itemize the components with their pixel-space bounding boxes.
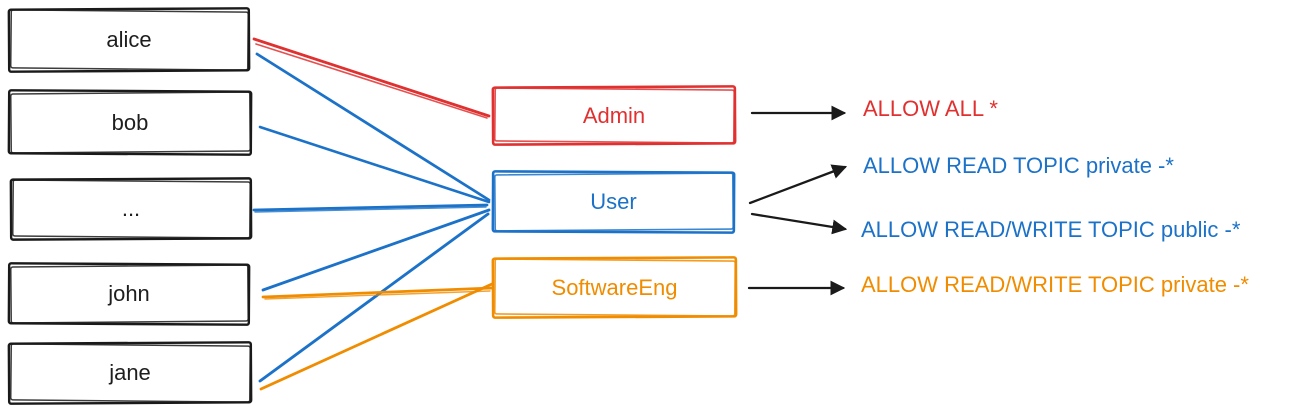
edge-bob-user: [258, 125, 491, 204]
edge-alice-admin: [252, 37, 491, 119]
edge-jane-user: [258, 212, 490, 383]
user-box-ellipsis: [9, 177, 253, 241]
edge-alice-user: [255, 52, 491, 202]
role-box-softwareeng: [491, 256, 738, 319]
user-box-john: [7, 262, 251, 326]
user-box-alice: [7, 7, 251, 73]
role-box-admin: [491, 85, 737, 146]
arrow-user-allow-read-private: [748, 164, 848, 205]
arrow-user-allow-rw-public: [750, 212, 848, 235]
user-box-bob: [7, 89, 253, 156]
edge-john-softwareeng: [261, 286, 494, 300]
role-box-user: [491, 170, 736, 234]
edge-john-user: [261, 208, 491, 292]
edge-jane-softwareeng: [259, 282, 494, 391]
user-box-jane: [7, 341, 253, 405]
edge-ellipsis-user: [252, 203, 489, 213]
